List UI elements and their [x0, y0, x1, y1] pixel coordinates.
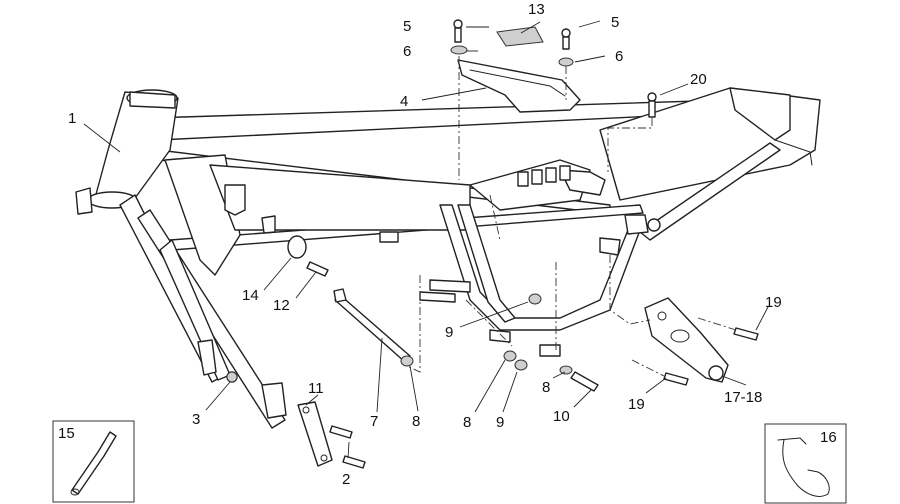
nut-8-left — [400, 355, 414, 367]
callout-4: 4 — [400, 93, 408, 110]
footrest-plate — [644, 297, 729, 383]
assembly-lines — [406, 56, 737, 377]
nut-8-center — [503, 350, 517, 362]
bolt-10 — [570, 371, 599, 392]
bracket-11 — [297, 401, 333, 467]
callout-10: 10 — [553, 408, 570, 425]
callout-20: 20 — [690, 71, 707, 88]
callout-labels: 1 2 3 4 5 5 6 6 7 8 8 8 9 9 10 11 12 13 … — [58, 1, 837, 488]
nut-9-upper — [528, 293, 542, 305]
callout-15: 15 — [58, 425, 75, 442]
washer-6-right — [558, 57, 574, 67]
callout-19-upper: 19 — [765, 294, 782, 311]
callout-14: 14 — [242, 287, 259, 304]
callout-8-center: 8 — [463, 414, 471, 431]
callout-9-lower: 9 — [496, 414, 504, 431]
nut-9-center — [514, 359, 528, 371]
callout-11: 11 — [308, 380, 324, 397]
inset-box-16 — [764, 423, 847, 504]
callout-19-lower: 19 — [628, 396, 645, 413]
screws-2 — [329, 425, 366, 469]
long-bolt-7 — [333, 288, 411, 363]
callout-12: 12 — [273, 297, 290, 314]
callout-17-18: 17-18 — [724, 389, 762, 406]
callout-2: 2 — [342, 471, 350, 488]
leader-lines — [83, 20, 769, 459]
callout-5-right: 5 — [611, 14, 619, 31]
bolt-12 — [306, 261, 329, 277]
washer-6-left — [450, 45, 468, 55]
callout-13: 13 — [528, 1, 545, 18]
callout-9-upper: 9 — [445, 324, 453, 341]
washer-8-right — [559, 365, 573, 375]
screw-19-upper — [733, 327, 759, 341]
callout-8-right: 8 — [542, 379, 550, 396]
callout-7: 7 — [370, 413, 378, 430]
rubber-pad — [496, 26, 544, 47]
callout-16: 16 — [820, 429, 837, 446]
battery-cover-plate — [457, 59, 581, 113]
screw-19-lower — [663, 372, 689, 386]
callout-3: 3 — [192, 411, 200, 428]
callout-1: 1 — [68, 110, 76, 127]
screw-5-right — [561, 28, 571, 50]
callout-6-left: 6 — [403, 43, 411, 60]
callout-5-left: 5 — [403, 18, 411, 35]
screw-5-left — [453, 19, 463, 43]
frame-assembly — [75, 87, 821, 429]
callout-8-left: 8 — [412, 413, 420, 430]
screw-20 — [647, 92, 657, 118]
callout-6-right: 6 — [615, 48, 623, 65]
inset-box-15 — [52, 420, 135, 503]
bolt-3 — [226, 371, 238, 383]
